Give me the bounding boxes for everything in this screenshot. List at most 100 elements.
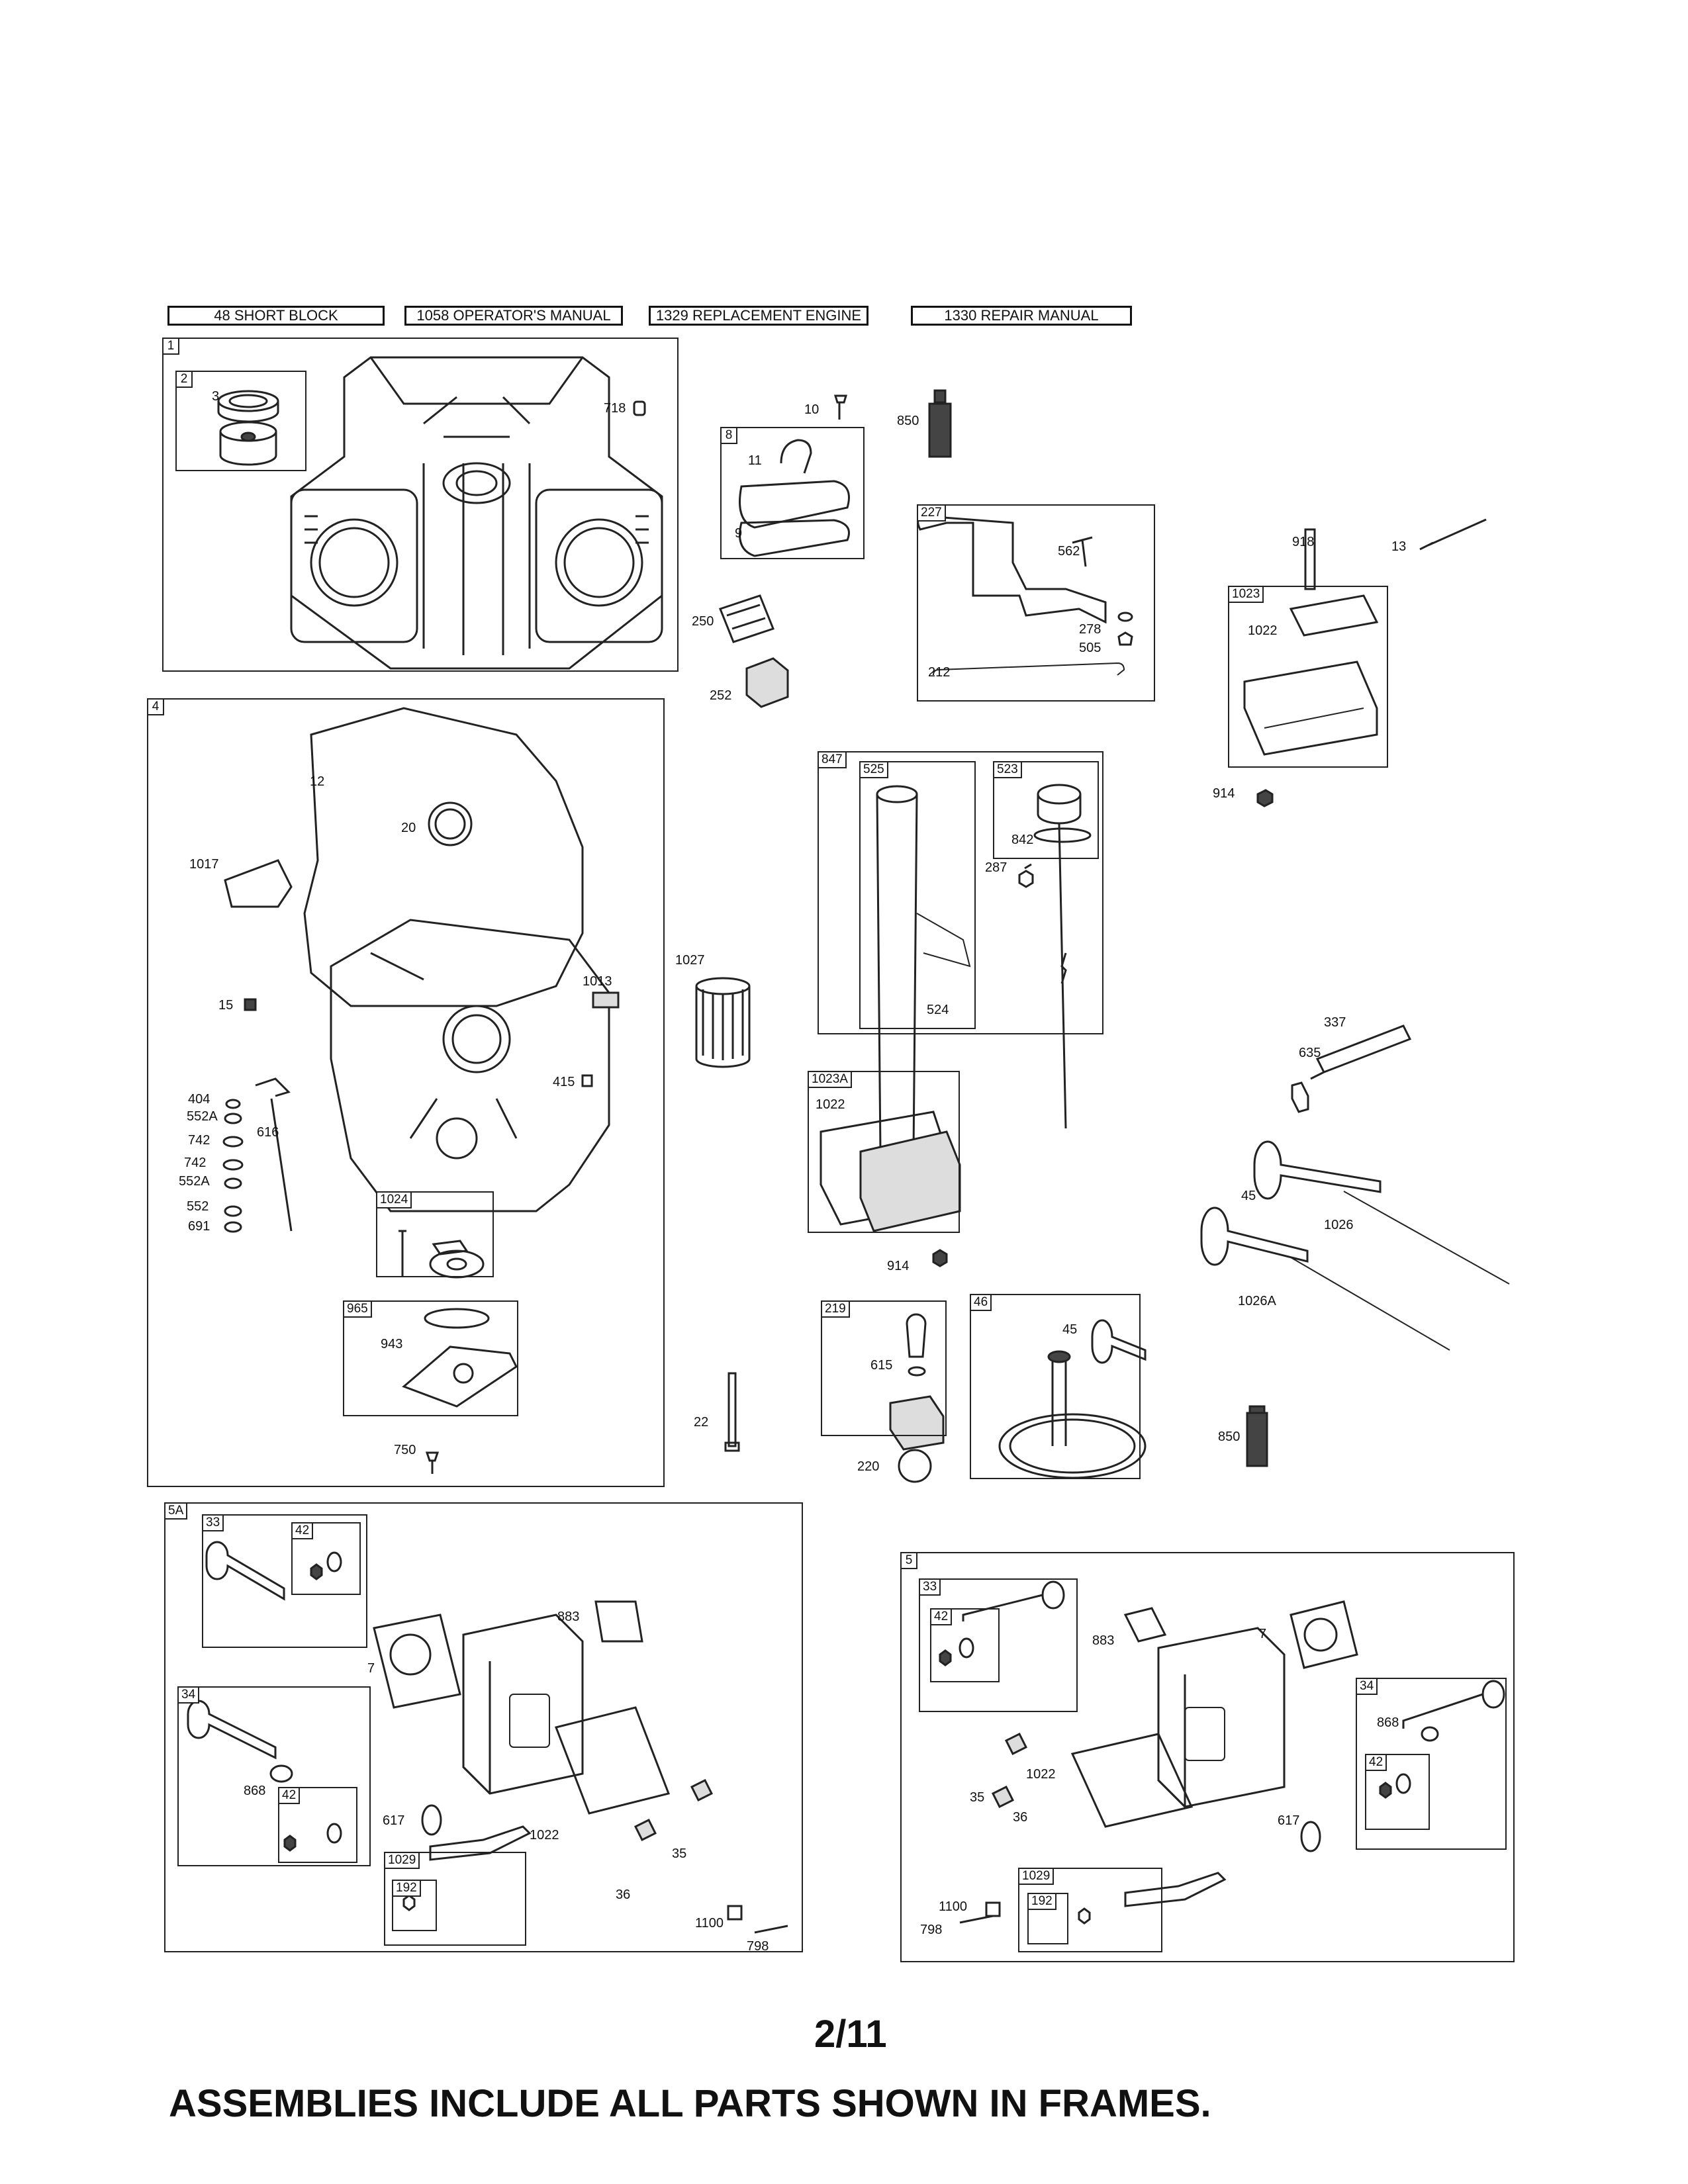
plug-718-illustration [633, 400, 646, 416]
part-label-552a: 552A [187, 1109, 218, 1124]
dipstick-tube-1017-illustration [224, 859, 293, 908]
part-label-337: 337 [1324, 1015, 1346, 1030]
frame-tag-219: 219 [821, 1300, 850, 1318]
part-label-250: 250 [692, 614, 714, 629]
block-252-illustration [745, 657, 789, 708]
part-label-868: 868 [244, 1784, 266, 1798]
part-label-212: 212 [928, 665, 951, 680]
frame-tag-1023a: 1023A [808, 1071, 852, 1088]
frame-tag-1024: 1024 [376, 1191, 412, 1208]
frame-847: 847 [818, 751, 1103, 1034]
frame-1023a: 1023A [808, 1071, 960, 1233]
screw-10-illustration [833, 394, 848, 420]
part-label-562: 562 [1058, 544, 1080, 559]
part-label-36: 36 [616, 1888, 631, 1902]
header-short-block: 48 SHORT BLOCK [167, 306, 385, 326]
frame-5a: 5A [164, 1502, 803, 1952]
part-label-798b: 798 [920, 1923, 943, 1937]
part-label-1022d: 1022 [1026, 1767, 1056, 1782]
sealant-tube-850-illustration [928, 389, 952, 458]
bolt-13-illustration [1419, 518, 1487, 551]
fitting-415-illustration [581, 1074, 593, 1087]
header-replacement-engine: 1329 REPLACEMENT ENGINE [649, 306, 868, 326]
frame-tag-525: 525 [859, 761, 888, 778]
frame-523: 523 [993, 761, 1099, 859]
part-label-868b: 868 [1377, 1715, 1399, 1730]
valve-cover-1023-illustration [1243, 594, 1379, 756]
part-label-35: 35 [672, 1846, 687, 1861]
frame-2: 2 [175, 371, 306, 471]
frame-4: 4 [147, 698, 665, 1487]
part-label-914b: 914 [887, 1259, 910, 1273]
part-label-45: 45 [1241, 1189, 1256, 1203]
part-label-220: 220 [857, 1459, 880, 1474]
frame-1029b: 1029 [1018, 1868, 1162, 1952]
part-label-1022c: 1022 [530, 1828, 559, 1843]
part-label-914: 914 [1213, 786, 1235, 801]
part-label-552: 552 [187, 1199, 209, 1214]
part-label-415: 415 [553, 1075, 575, 1089]
part-label-617: 617 [383, 1813, 405, 1828]
frame-33a: 33 [202, 1514, 367, 1648]
part-label-11: 11 [748, 453, 762, 468]
part-label-750: 750 [394, 1443, 416, 1457]
part-label-552a-2: 552A [179, 1174, 210, 1189]
breather-illustration [739, 439, 850, 557]
part-label-850b: 850 [1218, 1430, 1241, 1444]
header-repair-manual: 1330 REPAIR MANUAL [911, 306, 1132, 326]
frame-tag-965: 965 [343, 1300, 372, 1318]
screw-914-illustration [1256, 789, 1274, 807]
part-label-1027: 1027 [675, 953, 705, 968]
part-label-635: 635 [1299, 1046, 1321, 1060]
part-label-742: 742 [188, 1133, 211, 1148]
frame-33b: 33 [919, 1578, 1078, 1712]
part-label-943: 943 [381, 1337, 403, 1351]
part-label-12: 12 [310, 774, 325, 789]
frame-965: 965 [343, 1300, 518, 1416]
part-label-22: 22 [694, 1415, 709, 1430]
oil-filter-1027-illustration [695, 977, 751, 1068]
frame-tag-34b: 34 [1356, 1678, 1378, 1695]
part-label-1017: 1017 [189, 857, 219, 872]
page-number: 2/11 [814, 2013, 887, 2056]
frame-42b: 42 [278, 1787, 357, 1863]
part-label-616: 616 [257, 1125, 279, 1140]
rod-1026a-illustration [1290, 1257, 1450, 1351]
part-label-1022: 1022 [1248, 623, 1278, 638]
frame-tag-33b: 33 [919, 1578, 941, 1596]
part-label-505: 505 [1079, 641, 1102, 655]
boot-635-illustration [1291, 1081, 1309, 1113]
frame-tag-847: 847 [818, 751, 847, 768]
part-label-10: 10 [804, 402, 820, 417]
valve-45c-illustration [1200, 1206, 1309, 1266]
washers-illustration [222, 1099, 244, 1233]
part-label-742b: 742 [184, 1156, 207, 1170]
frame-tag-227: 227 [917, 504, 946, 522]
frame-34a: 34 [177, 1686, 371, 1866]
part-label-13: 13 [1391, 539, 1407, 554]
frame-tag-192b: 192 [1027, 1893, 1056, 1910]
part-label-404: 404 [188, 1092, 211, 1107]
part-label-15: 15 [218, 998, 234, 1013]
frame-tag-1: 1 [162, 338, 179, 355]
spark-plug-337-illustration [1310, 1024, 1412, 1080]
cylinder-head-5-illustration [939, 1580, 1505, 1925]
part-label-35b: 35 [970, 1790, 985, 1805]
cylinder-block-illustration [290, 356, 663, 670]
sump-gasket-illustration [303, 707, 584, 1007]
part-label-252: 252 [710, 688, 732, 703]
frame-8: 8 [720, 427, 865, 559]
frame-tag-4: 4 [147, 698, 164, 715]
frame-192a: 192 [392, 1880, 437, 1931]
frame-1023: 1023 [1228, 586, 1388, 768]
frame-tag-42a: 42 [291, 1522, 314, 1539]
gear-220-illustration [898, 1449, 932, 1483]
frame-34b: 34 [1356, 1678, 1507, 1850]
part-label-9: 9 [735, 526, 743, 541]
frame-219: 219 [821, 1300, 947, 1436]
frame-42d: 42 [1365, 1754, 1430, 1830]
bolt-22-illustration [724, 1372, 740, 1452]
header-operators-manual: 1058 OPERATOR'S MANUAL [404, 306, 623, 326]
